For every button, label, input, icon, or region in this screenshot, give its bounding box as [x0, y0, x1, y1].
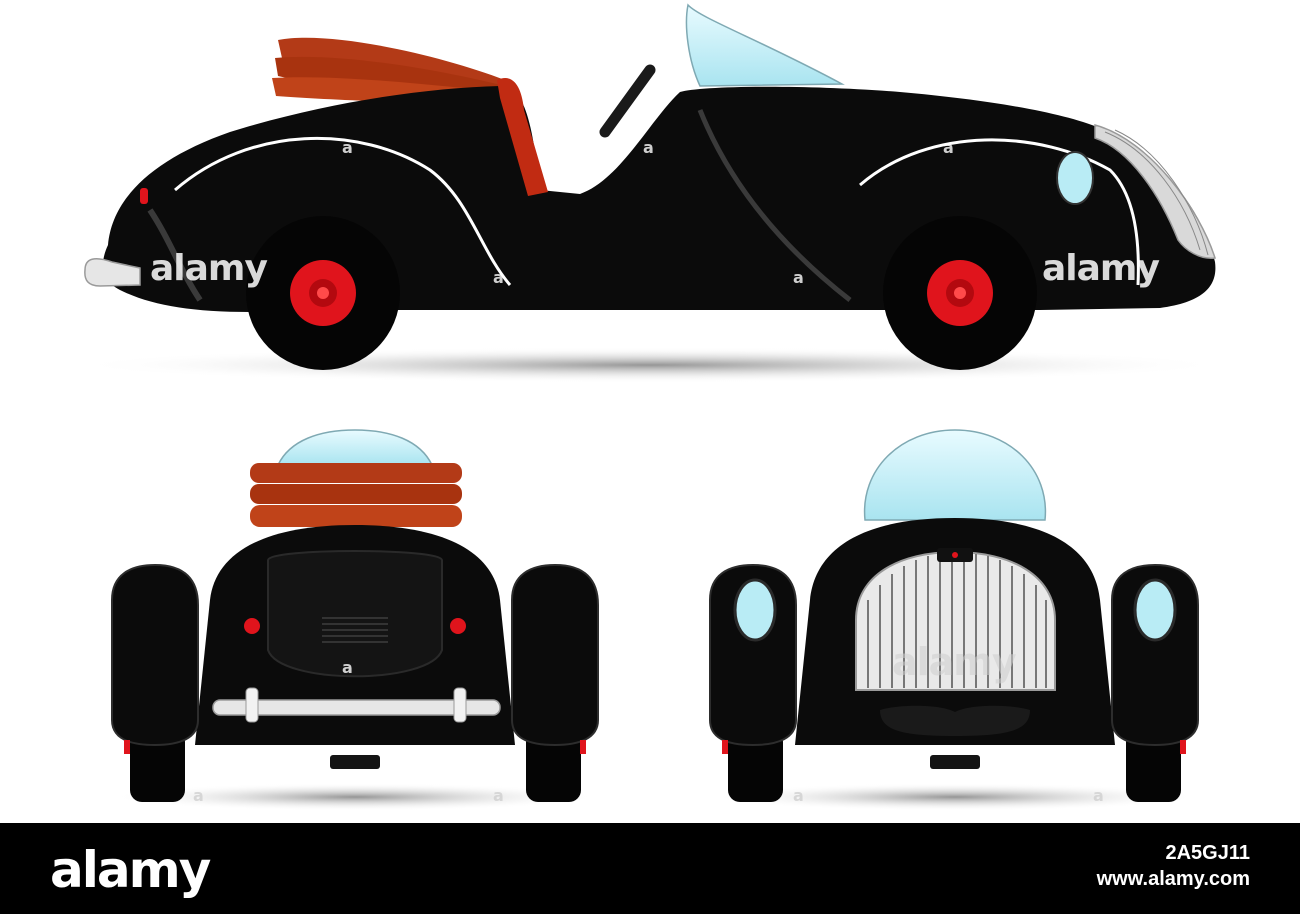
watermark-mark: a [643, 138, 654, 157]
rear-bumper [84, 257, 141, 287]
side-tail-light [140, 188, 148, 204]
watermark-mark: a [943, 138, 954, 157]
watermark-front-grille: alamy [892, 640, 1017, 684]
front-right-headlight [1133, 578, 1177, 642]
front-right-tyre [1126, 730, 1181, 802]
watermark-mark: a [793, 786, 804, 805]
watermark-mark: a [493, 268, 504, 287]
watermark-mark: a [193, 786, 204, 805]
front-fender-line [859, 138, 1140, 286]
rear-fender-line [174, 136, 512, 286]
image-id: 2A5GJ11 [1165, 842, 1250, 864]
side-shadow [70, 347, 1230, 383]
front-left-tyre [728, 730, 783, 802]
side-grille [1094, 124, 1216, 259]
rear-right-light [450, 618, 466, 634]
rear-windshield [276, 429, 434, 466]
steering-wheel [599, 64, 656, 138]
site-url[interactable]: www.alamy.com [1096, 868, 1250, 890]
side-windshield [685, 3, 845, 87]
rear-wheel [246, 216, 400, 370]
watermark-mark: a [1093, 786, 1104, 805]
front-left-headlight [733, 578, 777, 642]
rear-right-tyre [526, 730, 581, 802]
front-wheel [883, 216, 1037, 370]
watermark-mark: a [493, 786, 504, 805]
rear-shadow [110, 783, 600, 811]
rear-vent [322, 617, 388, 643]
watermark-side-left: alamy [150, 248, 268, 289]
front-shadow [710, 783, 1200, 811]
side-headlight [1056, 151, 1094, 205]
front-windshield [863, 429, 1047, 521]
side-view [70, 3, 1230, 383]
rear-view [110, 429, 600, 811]
watermark-mark: a [793, 268, 804, 287]
rear-bumper-bar [212, 699, 501, 716]
watermark-mark: a [342, 658, 353, 677]
footer-info: 2A5GJ11 www.alamy.com [1097, 840, 1250, 892]
front-lower-panel [880, 705, 1030, 736]
seat [497, 78, 548, 196]
rear-left-tyre [130, 730, 185, 802]
front-view [709, 429, 1200, 811]
footer-logo[interactable]: alamy [50, 841, 211, 899]
rear-trunk [267, 550, 443, 678]
watermark-side-right: alamy [1042, 248, 1160, 289]
rear-left-light [244, 618, 260, 634]
footer-bar: alamy 2A5GJ11 www.alamy.com [0, 823, 1300, 914]
car-illustration [70, 3, 1230, 811]
watermark-mark: a [342, 138, 353, 157]
rear-left-fender [111, 563, 199, 747]
rear-folded-roof [250, 463, 462, 527]
front-grille [855, 548, 1056, 691]
rear-right-fender [511, 563, 599, 747]
